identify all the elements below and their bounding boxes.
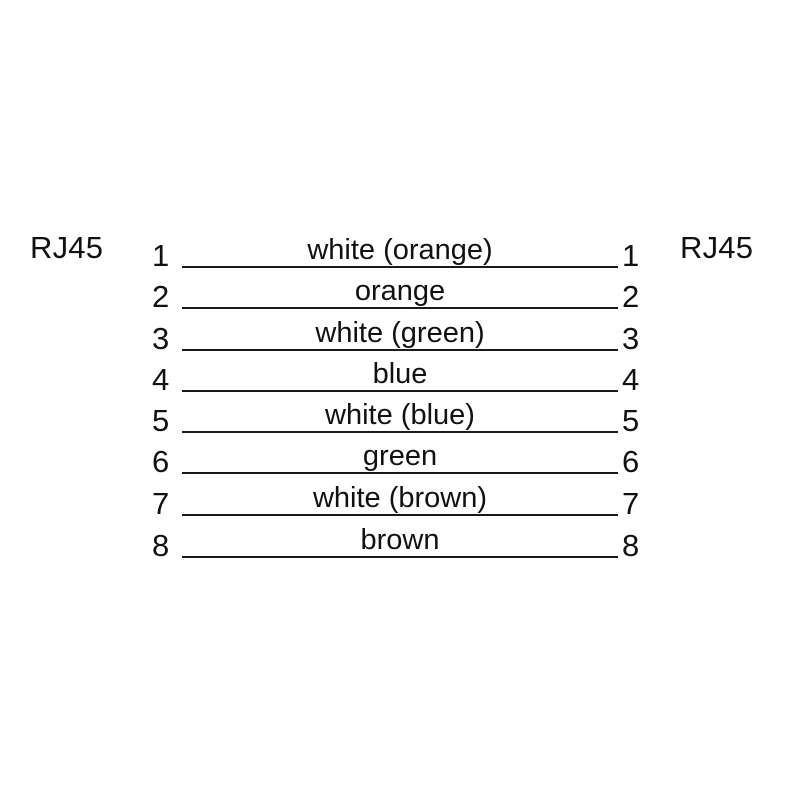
wire-color-label: white (orange) [307, 234, 493, 266]
wire-line [182, 514, 618, 516]
right-connector-label: RJ45 [680, 230, 754, 265]
right-pin-number: 6 [622, 444, 640, 479]
left-pin-number: 7 [152, 486, 170, 521]
wire-line [182, 349, 618, 351]
left-connector-label: RJ45 [30, 230, 104, 265]
wire-line [182, 307, 618, 309]
left-pin-number: 6 [152, 444, 170, 479]
left-pin-number: 1 [152, 238, 170, 273]
right-pin-number: 4 [622, 362, 640, 397]
left-pin-number: 5 [152, 403, 170, 438]
right-pin-number: 3 [622, 321, 640, 356]
right-pin-number: 1 [622, 238, 640, 273]
right-pin-number: 8 [622, 528, 640, 563]
wire-color-label: blue [372, 358, 428, 390]
right-pin-number: 7 [622, 486, 640, 521]
wire-color-label: green [362, 440, 438, 472]
wire-line [182, 266, 618, 268]
left-pin-number: 4 [152, 362, 170, 397]
left-pin-number: 2 [152, 279, 170, 314]
left-pin-number: 8 [152, 528, 170, 563]
left-pin-number: 3 [152, 321, 170, 356]
right-pin-number: 5 [622, 403, 640, 438]
wire-line [182, 556, 618, 558]
wire-line [182, 390, 618, 392]
wire-line [182, 472, 618, 474]
right-pin-number: 2 [622, 279, 640, 314]
wire-color-label: white (green) [315, 317, 485, 349]
wire-color-label: white (blue) [325, 399, 475, 431]
wire-color-label: brown [360, 524, 440, 556]
wire-color-label: white (brown) [312, 482, 488, 514]
wire-color-label: orange [354, 275, 446, 307]
wire-line [182, 431, 618, 433]
